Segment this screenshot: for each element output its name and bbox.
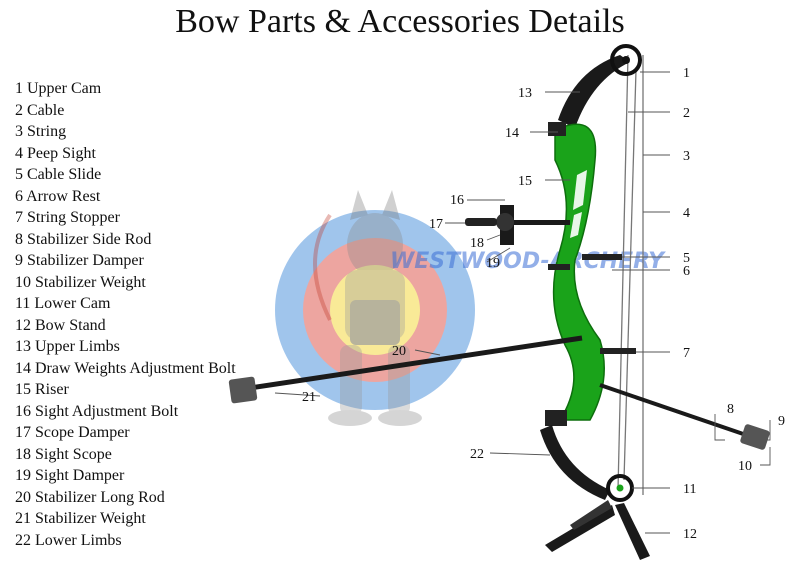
part-17: 17 Scope Damper <box>15 424 130 441</box>
part-22: 22 Lower Limbs <box>15 531 122 549</box>
part-13: 13 Upper Limbs <box>15 338 120 355</box>
lower-limbs-icon <box>540 425 610 500</box>
callout-13: 13 <box>518 86 532 101</box>
part-2: 2 Cable <box>15 101 65 119</box>
part-1: 1 Upper Cam <box>15 80 102 97</box>
part-18: 18 Sight Scope <box>15 445 112 463</box>
part-7: 7 String Stopper <box>15 209 120 226</box>
callout-14: 14 <box>505 126 519 141</box>
part-20: 20 Stabilizer Long Rod <box>15 488 165 506</box>
part-10: 10 Stabilizer Weight <box>15 273 146 291</box>
part-11: 11 Lower Cam <box>15 295 111 312</box>
callout-labels: 1 2 3 4 5 6 7 8 9 10 11 12 13 14 15 16 1… <box>302 66 785 542</box>
callout-15: 15 <box>518 174 532 189</box>
riser-cutouts <box>570 170 587 238</box>
callout-5: 5 <box>683 251 690 266</box>
callout-17: 17 <box>429 217 443 232</box>
part-14: 14 Draw Weights Adjustment Bolt <box>15 359 236 377</box>
callout-18: 18 <box>470 236 484 251</box>
callout-9: 9 <box>778 414 785 429</box>
part-19: 19 Sight Damper <box>15 467 125 484</box>
callout-20: 20 <box>392 344 406 359</box>
callout-19: 19 <box>486 256 500 271</box>
lower-limb-bolt-icon <box>545 410 567 426</box>
bow-string-icon <box>617 54 644 495</box>
draw-weight-bolt-icon <box>548 122 566 136</box>
callout-3: 3 <box>683 149 690 164</box>
cable-slide-icon <box>582 254 622 260</box>
callout-7: 7 <box>683 346 690 361</box>
callout-11: 11 <box>683 482 696 497</box>
callout-22: 22 <box>470 447 484 462</box>
leader-lines <box>274 71 771 534</box>
part-9: 9 Stabilizer Damper <box>15 252 144 269</box>
part-5: 5 Cable Slide <box>15 166 102 183</box>
callout-12: 12 <box>683 527 697 542</box>
part-4: 4 Peep Sight <box>15 144 96 162</box>
upper-cam-icon <box>610 44 642 76</box>
sight-icon <box>465 205 570 245</box>
upper-limbs-icon <box>558 55 630 128</box>
parts-legend: 1 Upper Cam 2 Cable 3 String 4 Peep Sight 5 … <box>15 78 236 551</box>
bow-stand-icon <box>545 500 650 560</box>
part-15: 15 Riser <box>15 381 69 398</box>
arrow-rest-icon <box>548 264 570 270</box>
long-stabilizer-icon <box>228 335 583 404</box>
part-21: 21 Stabilizer Weight <box>15 510 146 527</box>
page-title: Bow Parts & Accessories Details <box>175 3 625 40</box>
part-8: 8 Stabilizer Side Rod <box>15 230 152 248</box>
part-16: 16 Sight Adjustment Bolt <box>15 402 179 420</box>
part-3: 3 String <box>15 123 67 140</box>
side-stabilizer-icon <box>599 383 770 450</box>
wolf-mascot-icon <box>313 190 422 426</box>
callout-10: 10 <box>738 459 752 474</box>
callout-8: 8 <box>727 402 734 417</box>
callout-21: 21 <box>302 390 316 405</box>
callout-4: 4 <box>683 206 690 221</box>
callout-2: 2 <box>683 106 690 121</box>
part-6: 6 Arrow Rest <box>15 187 101 205</box>
string-stopper-icon <box>600 348 636 354</box>
callout-16: 16 <box>450 193 464 208</box>
callout-1: 1 <box>683 66 690 81</box>
part-12: 12 Bow Stand <box>15 316 106 334</box>
callout-6: 6 <box>683 264 690 279</box>
lower-cam-icon <box>606 474 634 502</box>
